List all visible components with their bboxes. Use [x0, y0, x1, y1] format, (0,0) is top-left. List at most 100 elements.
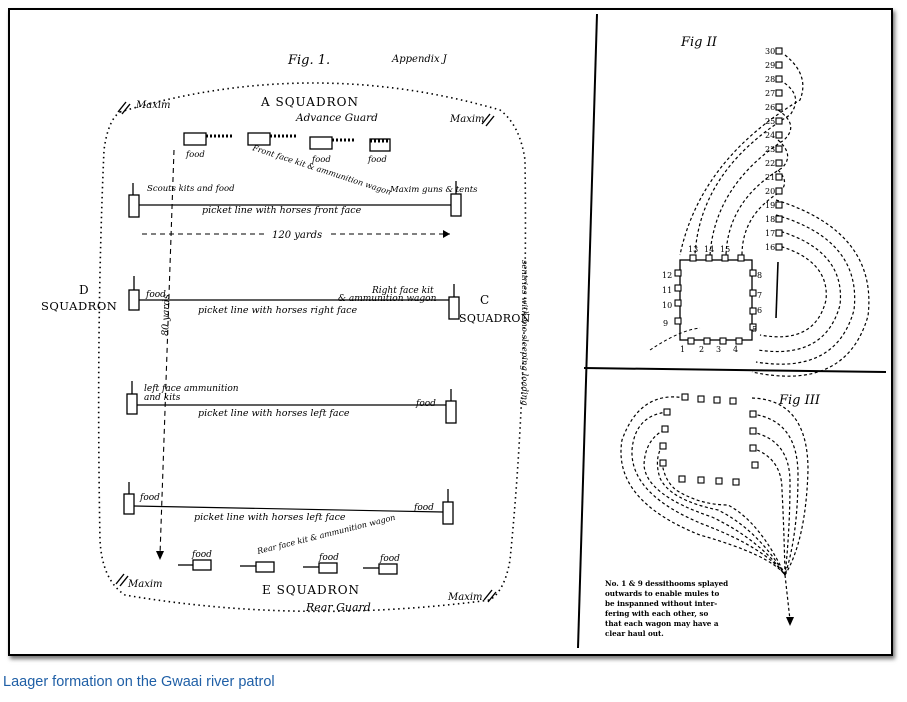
fig2-num-18: 18	[765, 215, 775, 224]
a-squadron-label: A SQUADRON	[260, 95, 359, 109]
fig2-column	[775, 47, 783, 251]
fig2-num-13: 13	[688, 245, 698, 254]
maxim-label-tl: Maxim	[135, 100, 171, 111]
dim-80-arrow	[156, 551, 164, 560]
picket-left-label-1: picket line with horses left face	[198, 408, 350, 419]
picket-line-front	[128, 181, 462, 218]
food-label-b1: food	[191, 550, 212, 560]
fig2-num-4: 4	[733, 345, 738, 354]
fig2-num-11: 11	[662, 286, 672, 295]
maxim-markers	[115, 101, 497, 603]
dim-120-label: 120 yards	[272, 230, 322, 241]
fig2-num-28: 28	[765, 75, 775, 84]
fig2-num-7: 7	[757, 291, 762, 300]
rear-guard-label: Rear Guard	[305, 601, 371, 614]
laager-perimeter	[97, 82, 527, 613]
picket-line-right	[128, 276, 460, 320]
fig2-num-9: 9	[663, 319, 668, 328]
fig2-num-15: 15	[720, 245, 730, 254]
maxim-label-tr: Maxim	[449, 114, 485, 125]
scouts-kits-label: Scouts kits and food	[147, 184, 235, 194]
c-squadron-label: SQUADRON	[459, 312, 531, 325]
c-label: C	[480, 293, 489, 307]
fig2-num-23: 23	[765, 145, 775, 154]
fig3-arrow	[786, 617, 794, 626]
advance-guard-label: Advance Guard	[295, 112, 378, 124]
fig2-num-16: 16	[765, 243, 775, 252]
right-kit-label-1: Right face kit	[371, 286, 434, 296]
fig2-num-14: 14	[704, 245, 714, 254]
food-label-t3: food	[367, 155, 387, 165]
fig2-num-27: 27	[765, 89, 775, 98]
maxim-label-br: Maxim	[447, 592, 483, 603]
picket-line-left-2	[123, 482, 454, 525]
fig3-note-line-2: outwards to enable mules to	[605, 589, 719, 598]
dim-120-mask	[268, 226, 328, 240]
food-label-r: food	[145, 290, 166, 300]
fig3-routes	[620, 396, 809, 621]
food-label-l2a: food	[139, 493, 160, 503]
fig2-num-17: 17	[765, 229, 775, 238]
fig2-laager	[679, 259, 753, 341]
figure-caption: Laager formation on the Gwaai river patr…	[3, 674, 275, 690]
food-label-t1: food	[185, 150, 205, 160]
picket-line-left-1	[126, 381, 457, 424]
panel-divider-vertical	[577, 13, 598, 649]
dim-80-line	[159, 149, 175, 556]
fig2-num-8: 8	[757, 271, 762, 280]
diagram-frame	[8, 8, 893, 656]
fig2-num-24: 24	[765, 131, 775, 140]
fig2-num-12: 12	[662, 271, 672, 280]
fig3: Fig III No. 1 & 9 dessithooms splay	[605, 393, 821, 638]
fig3-note-line-4: fering with each other, so	[605, 609, 708, 618]
top-wagons	[183, 132, 391, 152]
fig2-num-19: 19	[765, 201, 775, 210]
fig3-wagons	[659, 393, 759, 486]
fig2-num-6: 6	[757, 306, 762, 315]
fig2-num-1: 1	[680, 345, 685, 354]
fig1: Fig. 1. Appendix J Maxim Maxim Maxim Max…	[41, 53, 531, 614]
food-label-b2: food	[318, 553, 339, 563]
dim-120-arrow	[443, 230, 450, 238]
fig1-appendix: Appendix J	[391, 54, 448, 65]
maxim-label-bl: Maxim	[127, 579, 163, 590]
left-ammo-label-2: and kits	[144, 393, 181, 403]
fig2-num-3: 3	[716, 345, 721, 354]
left-ammo-label-1: left face ammunition	[144, 384, 239, 394]
fig2: Fig II	[649, 35, 870, 377]
sentries-label: sentries with mo sleeping loading	[519, 260, 529, 406]
food-label-b3: food	[379, 554, 400, 564]
fig3-note-line-3: be inspanned without inter-	[605, 599, 717, 608]
dim-80-label: 80 yards	[160, 294, 172, 336]
fig3-title: Fig III	[778, 393, 821, 408]
picket-left-label-2: picket line with horses left face	[194, 512, 346, 523]
fig2-num-10: 10	[662, 301, 672, 310]
fig2-num-30: 30	[765, 47, 775, 56]
d-label: D	[79, 283, 89, 297]
rear-wagons	[178, 559, 398, 575]
fig2-num-2: 2	[699, 345, 704, 354]
food-label-l2b: food	[413, 503, 434, 513]
fig1-title: Fig. 1.	[287, 53, 330, 68]
fig2-num-29: 29	[765, 61, 775, 70]
fig2-numbers: 1 2 3 4 5 6 7 8 9 10 11 12 13 14 15 16 1…	[662, 47, 775, 354]
d-squadron-label: SQUADRON	[41, 299, 117, 313]
fig2-title: Fig II	[680, 35, 718, 50]
fig2-num-21: 21	[765, 173, 775, 182]
maxim-guns-label: Maxim guns & tents	[389, 185, 478, 195]
fig2-bar	[775, 261, 779, 319]
food-label-l1: food	[415, 399, 436, 409]
fig2-num-5: 5	[752, 325, 757, 334]
fig2-routes	[679, 54, 870, 377]
fig2-num-20: 20	[765, 187, 775, 196]
picket-front-label: picket line with horses front face	[202, 205, 362, 216]
panel-divider-horizontal	[583, 367, 887, 373]
fig3-note-line-1: No. 1 & 9 dessithooms splayed	[605, 579, 728, 588]
food-label-t2: food	[311, 155, 331, 165]
fig2-num-25: 25	[765, 117, 775, 126]
right-kit-label-2: & ammunition wagon	[338, 294, 437, 304]
fig2-num-26: 26	[765, 103, 775, 112]
fig3-note: No. 1 & 9 dessithooms splayed outwards t…	[605, 579, 728, 638]
fig2-wagons	[674, 254, 757, 345]
